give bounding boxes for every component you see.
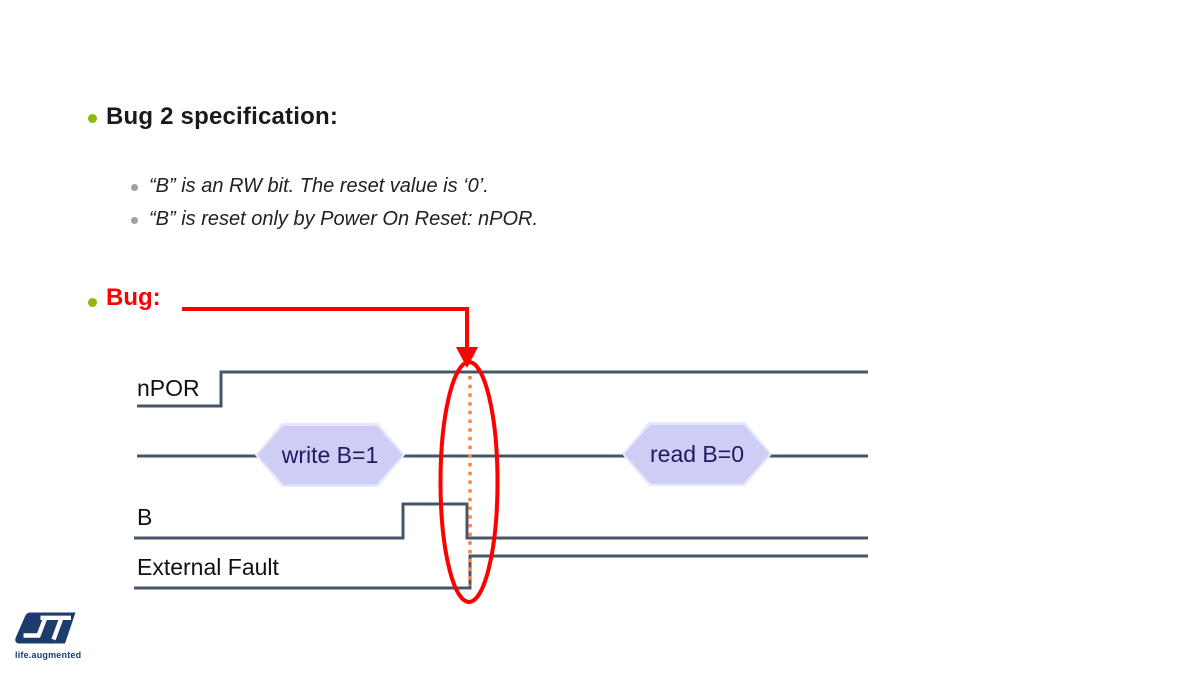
st-logo-icon bbox=[15, 612, 76, 644]
signal-label-npor: nPOR bbox=[137, 375, 200, 401]
bus-event-read-label: read B=0 bbox=[650, 440, 744, 467]
sub-bullet-marker-2 bbox=[131, 217, 138, 224]
signal-external-fault-wave bbox=[134, 554, 868, 590]
sub-bullet-marker-1 bbox=[131, 184, 138, 191]
spec-sub-bullets: “B” is an RW bit. The reset value is ‘0’… bbox=[149, 170, 538, 236]
spec-bullet-marker bbox=[88, 114, 97, 123]
signal-label-b: B bbox=[137, 504, 153, 530]
bug-arrow-head-icon bbox=[456, 347, 478, 368]
bus-event-read: read B=0 bbox=[622, 422, 772, 486]
st-logo: life.augmented bbox=[15, 612, 81, 660]
spec-sub-bullet-2: “B” is reset only by Power On Reset: nPO… bbox=[149, 208, 539, 230]
hexagon-shape bbox=[257, 425, 403, 485]
signal-npor-wave bbox=[137, 370, 868, 408]
signal-label-external-fault: External Fault bbox=[137, 554, 279, 580]
bus-event-write-label: write B=1 bbox=[281, 441, 379, 468]
st-logo-tagline: life.augmented bbox=[15, 650, 82, 660]
bug-highlight-ellipse bbox=[438, 360, 500, 604]
bug-heading: Bug: bbox=[106, 284, 161, 311]
spec-sub-bullet-1: “B” is an RW bit. The reset value is ‘0’… bbox=[149, 175, 489, 197]
bug-arrow-line bbox=[182, 307, 469, 349]
bus-event-write: write B=1 bbox=[255, 423, 405, 487]
signal-b-wave bbox=[134, 502, 868, 540]
bug-bullet-marker bbox=[88, 298, 97, 307]
hexagon-shape bbox=[624, 424, 770, 484]
spec-heading: Bug 2 specification: bbox=[106, 103, 339, 130]
